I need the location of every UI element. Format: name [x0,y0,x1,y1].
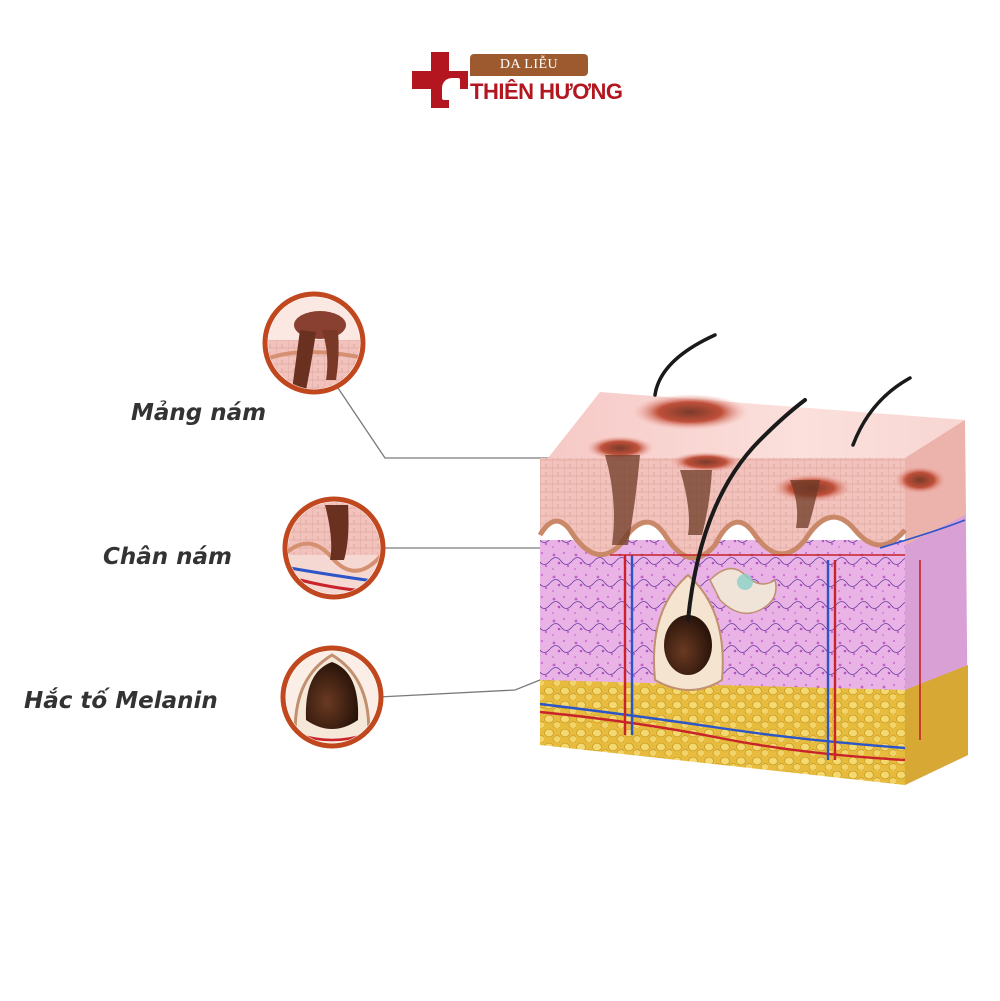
hair-strands [653,333,912,622]
zoom-circle-melanin [280,645,384,749]
zoom-circle-melasma-root [282,496,386,600]
medical-cross-icon [412,52,468,108]
leader-line-melanin [377,677,546,698]
zoom-circle-melasma-patch [262,291,366,395]
logo-title: THIÊN HƯƠNG [470,79,623,104]
label-melasma-patch: Mảng nám [131,400,267,426]
logo-subtitle: DA LIỄU [470,54,588,76]
subcutaneous-fat-layer [540,680,905,785]
leader-line-patch [335,384,598,459]
label-melanin-pigment: Hắc tố Melanin [24,688,218,714]
brand-logo: DA LIỄU THIÊN HƯƠNG [412,52,623,114]
blood-vessels [539,519,966,762]
label-melasma-root: Chân nám [103,544,233,570]
